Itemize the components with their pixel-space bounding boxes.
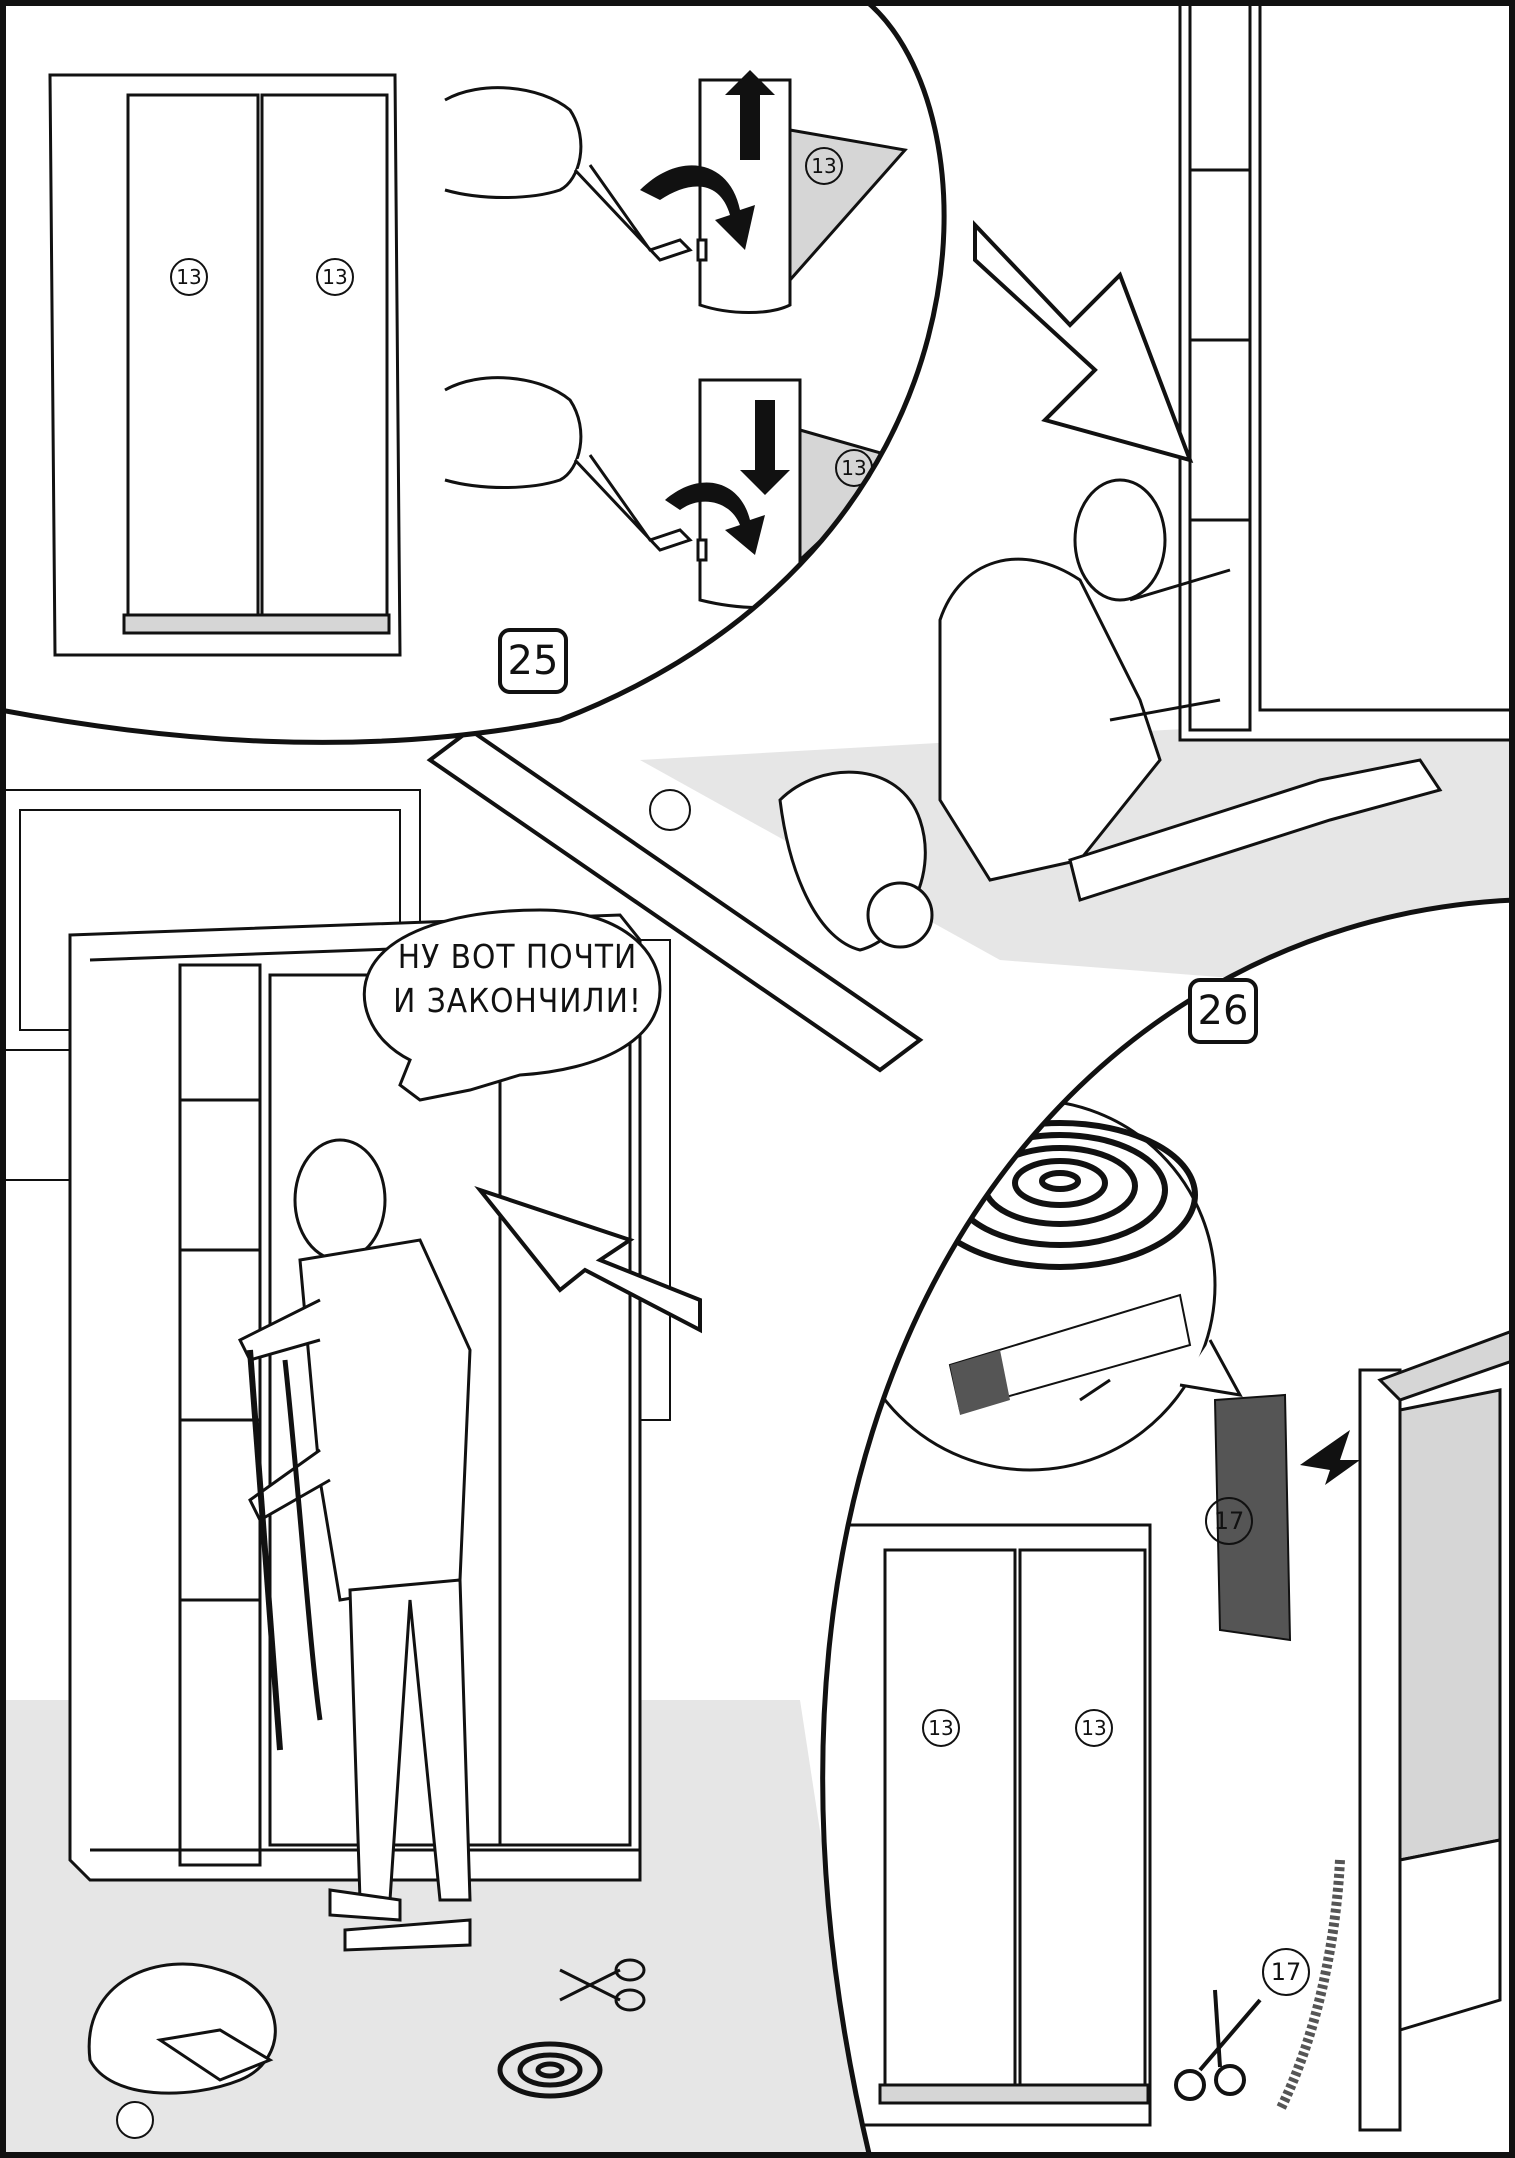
speech-bubble-text: НУ ВОТ ПОЧТИ И ЗАКОНЧИЛИ! bbox=[385, 935, 650, 1023]
part-label-brush-seal: 17 bbox=[1205, 1497, 1253, 1545]
wardrobe-front-step25 bbox=[50, 75, 400, 655]
ball-toy bbox=[650, 790, 690, 830]
speech-line-2: И ЗАКОНЧИЛИ! bbox=[385, 979, 650, 1023]
step-26-number: 26 bbox=[1188, 978, 1258, 1044]
brush-seal-end bbox=[880, 1180, 920, 1260]
part-label-door-left-step26: 13 bbox=[922, 1709, 960, 1747]
part-label-door-detail-upper: 13 bbox=[805, 147, 843, 185]
wardrobe-front-step26 bbox=[803, 1525, 1150, 2125]
arrow-to-wardrobe-icon bbox=[975, 225, 1190, 460]
speech-line-1: НУ ВОТ ПОЧТИ bbox=[385, 935, 650, 979]
ball-toy-2 bbox=[117, 2102, 153, 2138]
part-label-door-detail-lower: 13 bbox=[835, 449, 873, 487]
magnifier-circle bbox=[845, 1100, 1215, 1470]
part-label-door-left: 13 bbox=[170, 258, 208, 296]
step-25-number: 25 bbox=[498, 628, 568, 694]
cat-lying bbox=[780, 772, 932, 950]
part-label-door-right: 13 bbox=[316, 258, 354, 296]
wardrobe-right-scene bbox=[1180, 0, 1515, 740]
part-label-brush-seal-cut: 17 bbox=[1262, 1948, 1310, 1996]
part-label-door-right-step26: 13 bbox=[1075, 1709, 1113, 1747]
